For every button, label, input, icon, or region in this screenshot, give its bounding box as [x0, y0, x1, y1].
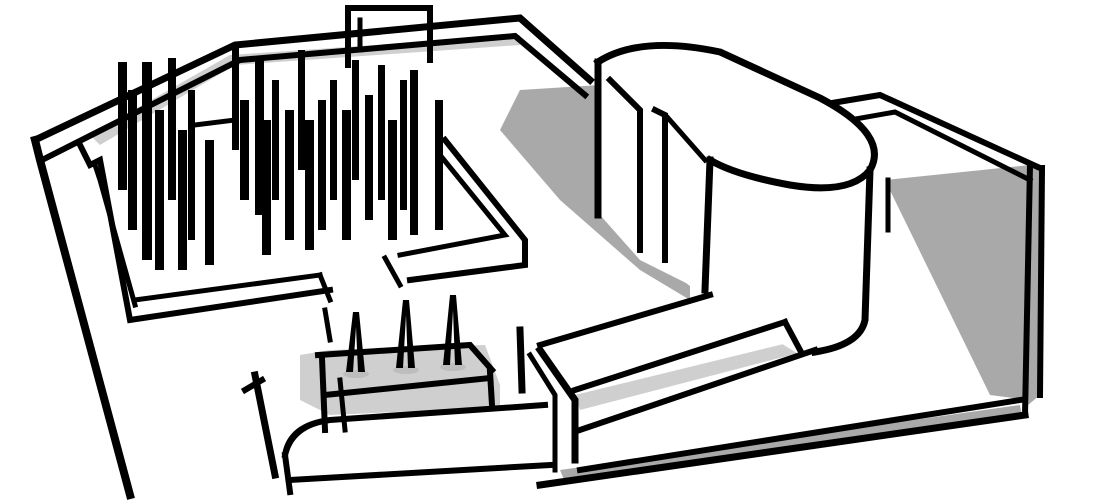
curved-block-top-rim [593, 41, 878, 192]
column-5 [168, 58, 176, 200]
column-11 [255, 60, 264, 215]
courtyard-wall-back [75, 140, 334, 324]
platform-inner-edge [37, 32, 590, 165]
pavilion-right-wall [535, 345, 579, 464]
curved-block-right-face [811, 166, 874, 356]
cone-pillar-3 [443, 295, 462, 365]
platform-left-edge [30, 135, 135, 500]
inner-courtyard [75, 117, 528, 324]
courtyard-back-ledge [192, 117, 238, 128]
column-1 [118, 62, 127, 190]
cone-pillars [343, 295, 466, 378]
pavilion-box-front [321, 374, 494, 399]
cone-pillar-2 [396, 300, 415, 368]
pavilion-left-wall-top [240, 375, 267, 395]
column-24 [400, 80, 407, 210]
column-2 [128, 90, 137, 230]
column-14 [285, 110, 294, 240]
curved-block-frame-2 [650, 105, 668, 263]
column-21 [365, 95, 373, 220]
platform-right-corner [1036, 164, 1046, 399]
cone-pillar-1 [346, 312, 365, 372]
courtyard-entry-right [381, 254, 404, 289]
ramp-mid-edge [571, 318, 789, 394]
pavilion-base-left [281, 451, 294, 496]
shadow-ramp [575, 340, 810, 410]
column-3 [142, 62, 152, 260]
pavilion-box-top [314, 341, 497, 375]
column-grove [118, 48, 443, 270]
column-22 [378, 65, 385, 200]
curved-block [593, 41, 891, 356]
curved-block-front-face [701, 156, 714, 294]
column-9 [232, 48, 239, 150]
courtyard-wall-left [91, 161, 139, 309]
courtyard-wall-right [406, 135, 528, 284]
front-pavilion [240, 307, 579, 496]
platform-right-edge [1021, 161, 1034, 419]
platform-front-edge-lower [576, 396, 1024, 474]
courtyard-entry-left [316, 271, 334, 304]
platform-right-wall-mid [847, 109, 1034, 184]
pavilion-fill [280, 405, 555, 480]
shadow-right-platform [885, 165, 1030, 400]
column-20 [352, 60, 359, 180]
curved-block-fill [598, 45, 880, 355]
column-18 [330, 80, 337, 200]
pavilion-small-post [322, 307, 333, 343]
gate-frame [345, 5, 433, 68]
column-19 [342, 110, 351, 240]
platform-right-wall-top [816, 91, 1044, 172]
column-6 [178, 130, 187, 270]
courtyard-front-step [132, 272, 323, 303]
column-17 [318, 100, 326, 230]
pavilion-left-wall [250, 370, 280, 480]
curved-block-frame-3 [664, 114, 709, 164]
ramp-end-cap [780, 317, 805, 355]
pavilion-base-front [286, 461, 554, 484]
column-15 [298, 50, 305, 170]
courtyard-wall-right-inner [397, 151, 510, 258]
column-13 [272, 80, 279, 200]
pavilion-right-wall-inner [526, 351, 558, 473]
column-10 [240, 100, 249, 200]
column-25 [410, 70, 418, 235]
curved-block-inner-frame [605, 75, 643, 253]
platform-front-edge [536, 411, 1029, 489]
ramp-upper-edge [536, 291, 714, 349]
column-7 [188, 90, 195, 240]
pavilion-box-inner [337, 377, 348, 433]
column-12 [262, 120, 271, 255]
column-8 [205, 140, 214, 265]
column-26 [435, 100, 443, 230]
pavilion-base-top [281, 401, 549, 459]
column-23 [388, 120, 397, 240]
ramp-lower-edge [576, 346, 819, 434]
column-16 [305, 120, 314, 250]
top-gate [345, 5, 433, 68]
pavilion-right-post [516, 326, 526, 394]
pavilion-box-right [486, 368, 496, 409]
ramp [536, 291, 819, 434]
column-4 [155, 110, 164, 270]
